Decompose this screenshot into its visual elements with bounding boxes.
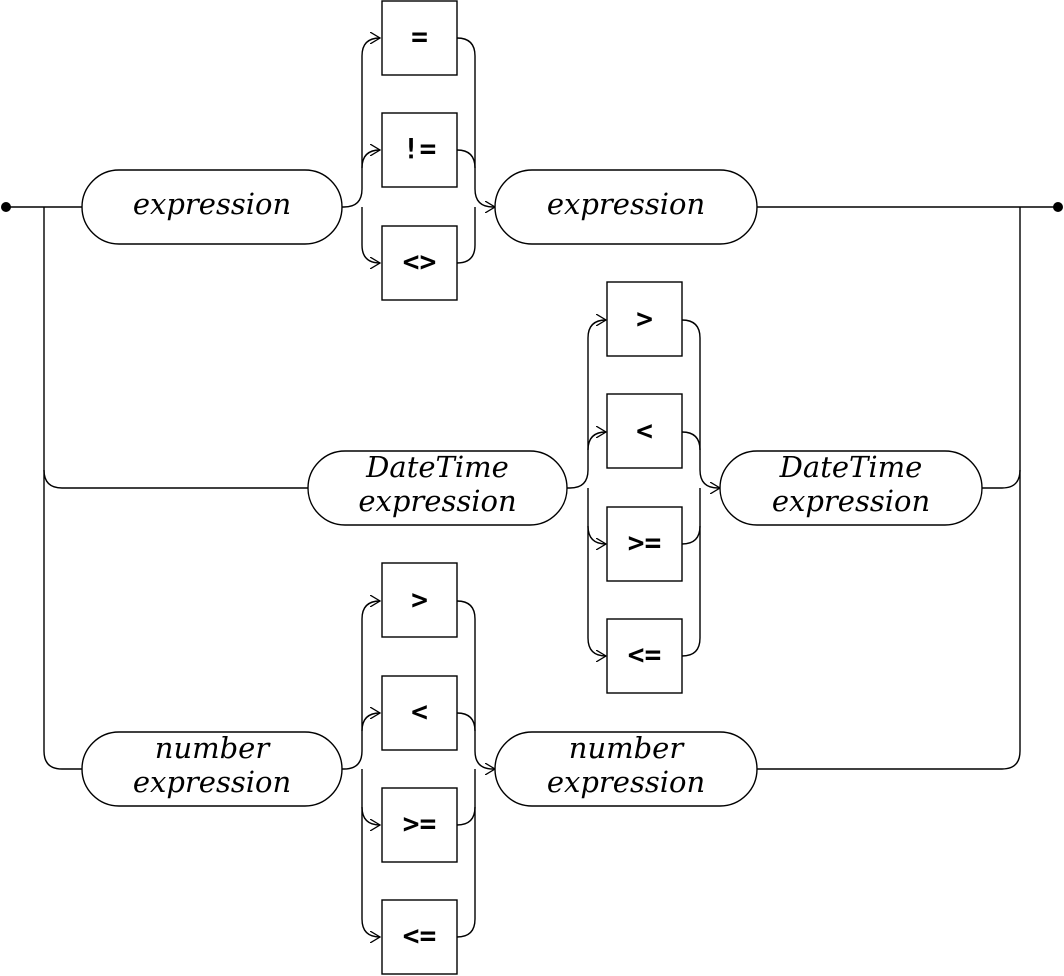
expression-label-left: expression bbox=[133, 187, 291, 221]
greater-operator-row2: > bbox=[636, 302, 653, 335]
greater-equal-operator-row3: >= bbox=[403, 807, 437, 840]
greater-equal-terminal-row2 bbox=[606, 506, 683, 582]
datetime-label-left-line2: expression bbox=[358, 484, 516, 518]
end-terminus bbox=[1053, 202, 1063, 212]
greater-operator-row3: > bbox=[411, 583, 428, 616]
equals-terminal bbox=[381, 0, 458, 76]
expression-nonterminal-left bbox=[81, 169, 343, 245]
start-terminus bbox=[1, 202, 11, 212]
number-label-left-line1: number bbox=[155, 731, 272, 765]
datetime-label-right-line2: expression bbox=[772, 484, 930, 518]
less-equal-terminal-row3 bbox=[381, 899, 458, 975]
equals-operator: = bbox=[411, 20, 428, 53]
less-operator-row2: < bbox=[636, 414, 653, 447]
datetime-expression-nonterminal-right bbox=[719, 450, 983, 526]
less-terminal-row2 bbox=[606, 393, 683, 469]
greater-terminal-row3 bbox=[381, 562, 458, 638]
greater-equal-operator-row2: >= bbox=[628, 526, 662, 559]
number-expression-nonterminal-left bbox=[81, 731, 343, 807]
datetime-label-left-line1: DateTime bbox=[365, 450, 509, 484]
less-equal-operator-row3: <= bbox=[403, 919, 437, 952]
number-label-right-line1: number bbox=[569, 731, 686, 765]
greater-equal-terminal-row3 bbox=[381, 787, 458, 863]
number-label-right-line2: expression bbox=[547, 765, 705, 799]
row-1: expression = != <> expression bbox=[81, 0, 758, 301]
less-equal-operator-row2: <= bbox=[628, 638, 662, 671]
expression-nonterminal-right bbox=[494, 169, 758, 245]
row-3: number expression > < >= <= number expre… bbox=[81, 562, 758, 975]
less-terminal-row3 bbox=[381, 675, 458, 751]
expression-label-right: expression bbox=[547, 187, 705, 221]
trunk-lines bbox=[6, 206, 1058, 770]
greater-terminal-row2 bbox=[606, 281, 683, 357]
row-2: DateTime expression > < >= <= DateTime e… bbox=[307, 281, 983, 694]
diamond-not-equals-terminal bbox=[381, 225, 458, 301]
datetime-expression-nonterminal-left bbox=[307, 450, 568, 526]
diamond-not-equals-operator: <> bbox=[403, 245, 437, 278]
not-equals-operator: != bbox=[403, 132, 437, 165]
not-equals-terminal bbox=[381, 112, 458, 188]
number-label-left-line2: expression bbox=[133, 765, 291, 799]
less-operator-row3: < bbox=[411, 695, 428, 728]
less-equal-terminal-row2 bbox=[606, 618, 683, 694]
number-expression-nonterminal-right bbox=[494, 731, 758, 807]
datetime-label-right-line1: DateTime bbox=[779, 450, 923, 484]
